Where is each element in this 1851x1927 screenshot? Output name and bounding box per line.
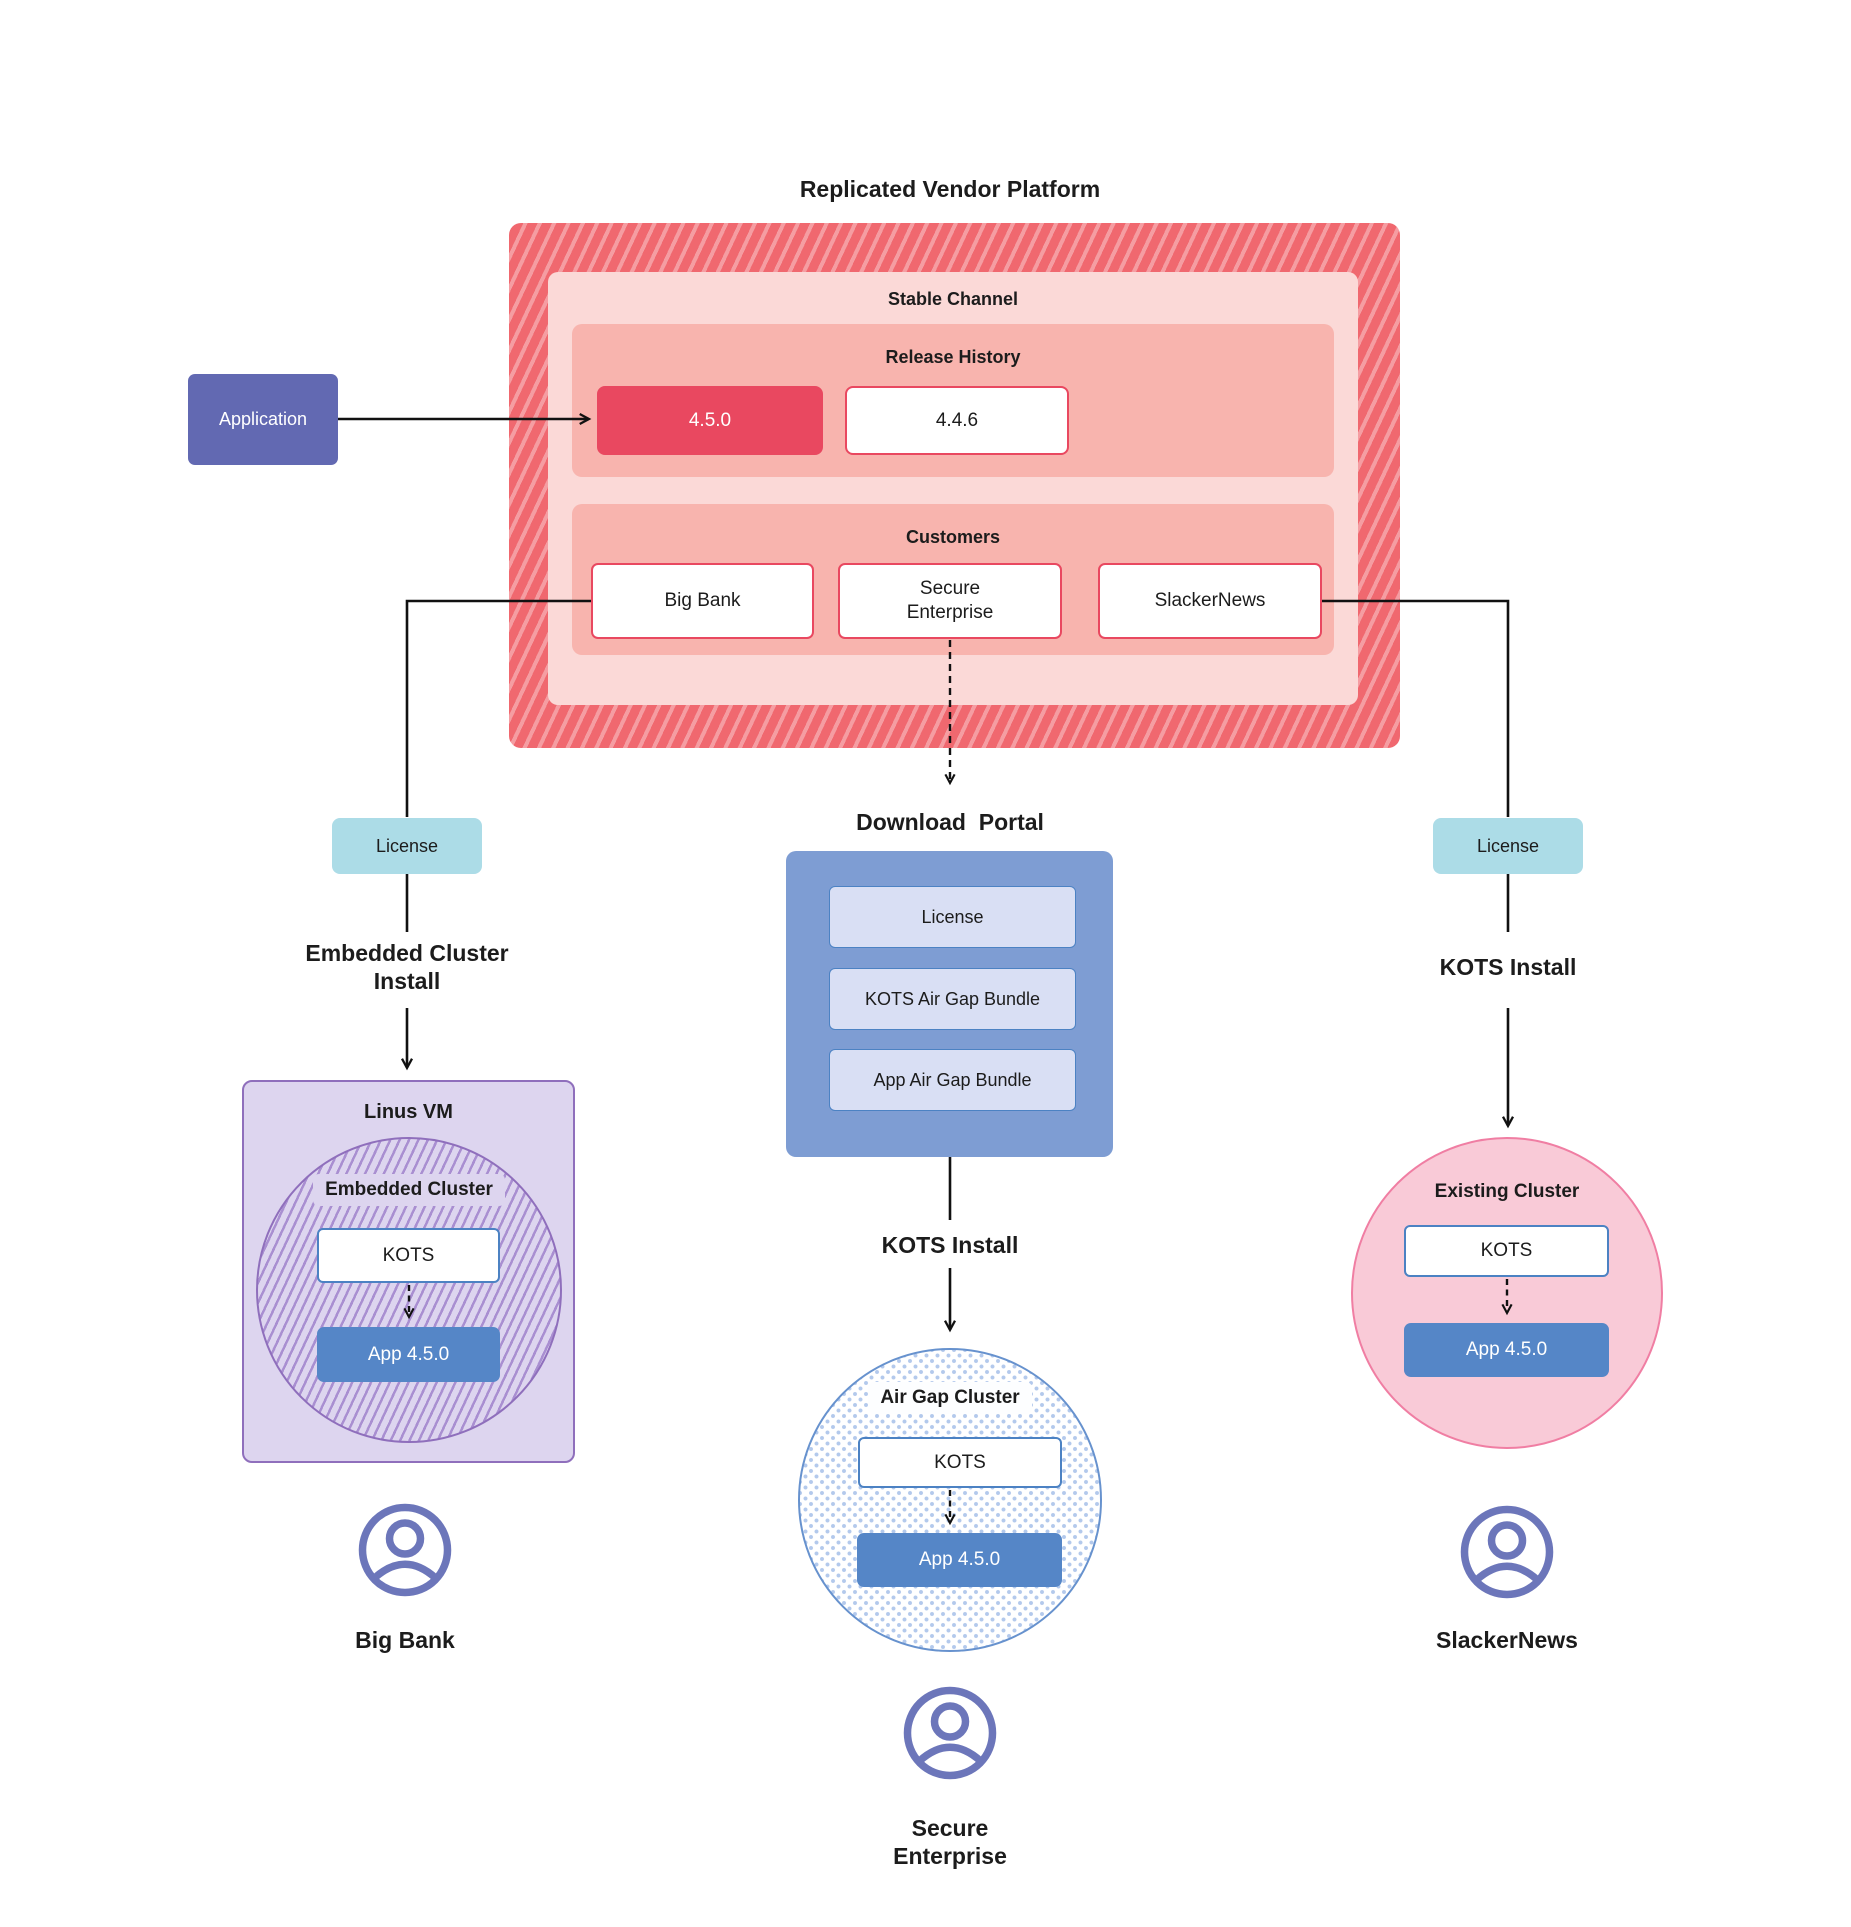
app-box-left: App 4.5.0 [317,1327,500,1382]
customer-secure-enterprise-box: Secure Enterprise [838,563,1062,639]
portal-kots-bundle-box: KOTS Air Gap Bundle [829,968,1076,1030]
license-badge-right: License [1433,818,1583,874]
user-label-secure-enterprise: Secure Enterprise [893,1815,1007,1869]
app-box-right: App 4.5.0 [1404,1323,1609,1377]
kots-install-label-center: KOTS Install [881,1232,1019,1258]
user-icon-secure-enterprise [903,1686,997,1780]
kots-box-center: KOTS [858,1437,1062,1488]
kots-box-left: KOTS [317,1228,500,1283]
existing-cluster-label: Existing Cluster [1434,1181,1580,1202]
user-icon-slackernews [1460,1505,1554,1599]
user-label-slackernews: SlackerNews [1436,1627,1578,1653]
user-icon-big-bank [358,1503,452,1597]
linus-vm-label: Linus VM [364,1100,453,1123]
portal-app-bundle-box: App Air Gap Bundle [829,1049,1076,1111]
download-portal-title: Download Portal [856,809,1044,835]
app-box-center: App 4.5.0 [857,1533,1062,1587]
release-history-label: Release History [885,346,1021,367]
existing-cluster-label-wrap: Existing Cluster [1357,1177,1657,1207]
embedded-cluster-install-label: Embedded Cluster Install [305,940,509,994]
release-version-446: 4.4.6 [845,386,1069,455]
application-box: Application [188,374,338,465]
kots-box-right: KOTS [1404,1225,1609,1277]
embedded-cluster-label: Embedded Cluster [313,1174,505,1206]
stable-channel-label: Stable Channel [887,288,1019,309]
portal-license-box: License [829,886,1076,948]
customer-big-bank-box: Big Bank [591,563,814,639]
air-gap-cluster-label: Air Gap Cluster [868,1382,1032,1414]
license-badge-left: License [332,818,482,874]
kots-install-label-right: KOTS Install [1439,954,1577,980]
embedded-cluster-label-wrap: Embedded Cluster [259,1174,559,1206]
customer-slackernews-box: SlackerNews [1098,563,1322,639]
user-label-big-bank: Big Bank [355,1627,455,1653]
customers-label: Customers [905,526,1001,547]
air-gap-cluster-label-wrap: Air Gap Cluster [800,1382,1100,1414]
release-version-450: 4.5.0 [597,386,823,455]
page-title: Replicated Vendor Platform [799,175,1101,202]
